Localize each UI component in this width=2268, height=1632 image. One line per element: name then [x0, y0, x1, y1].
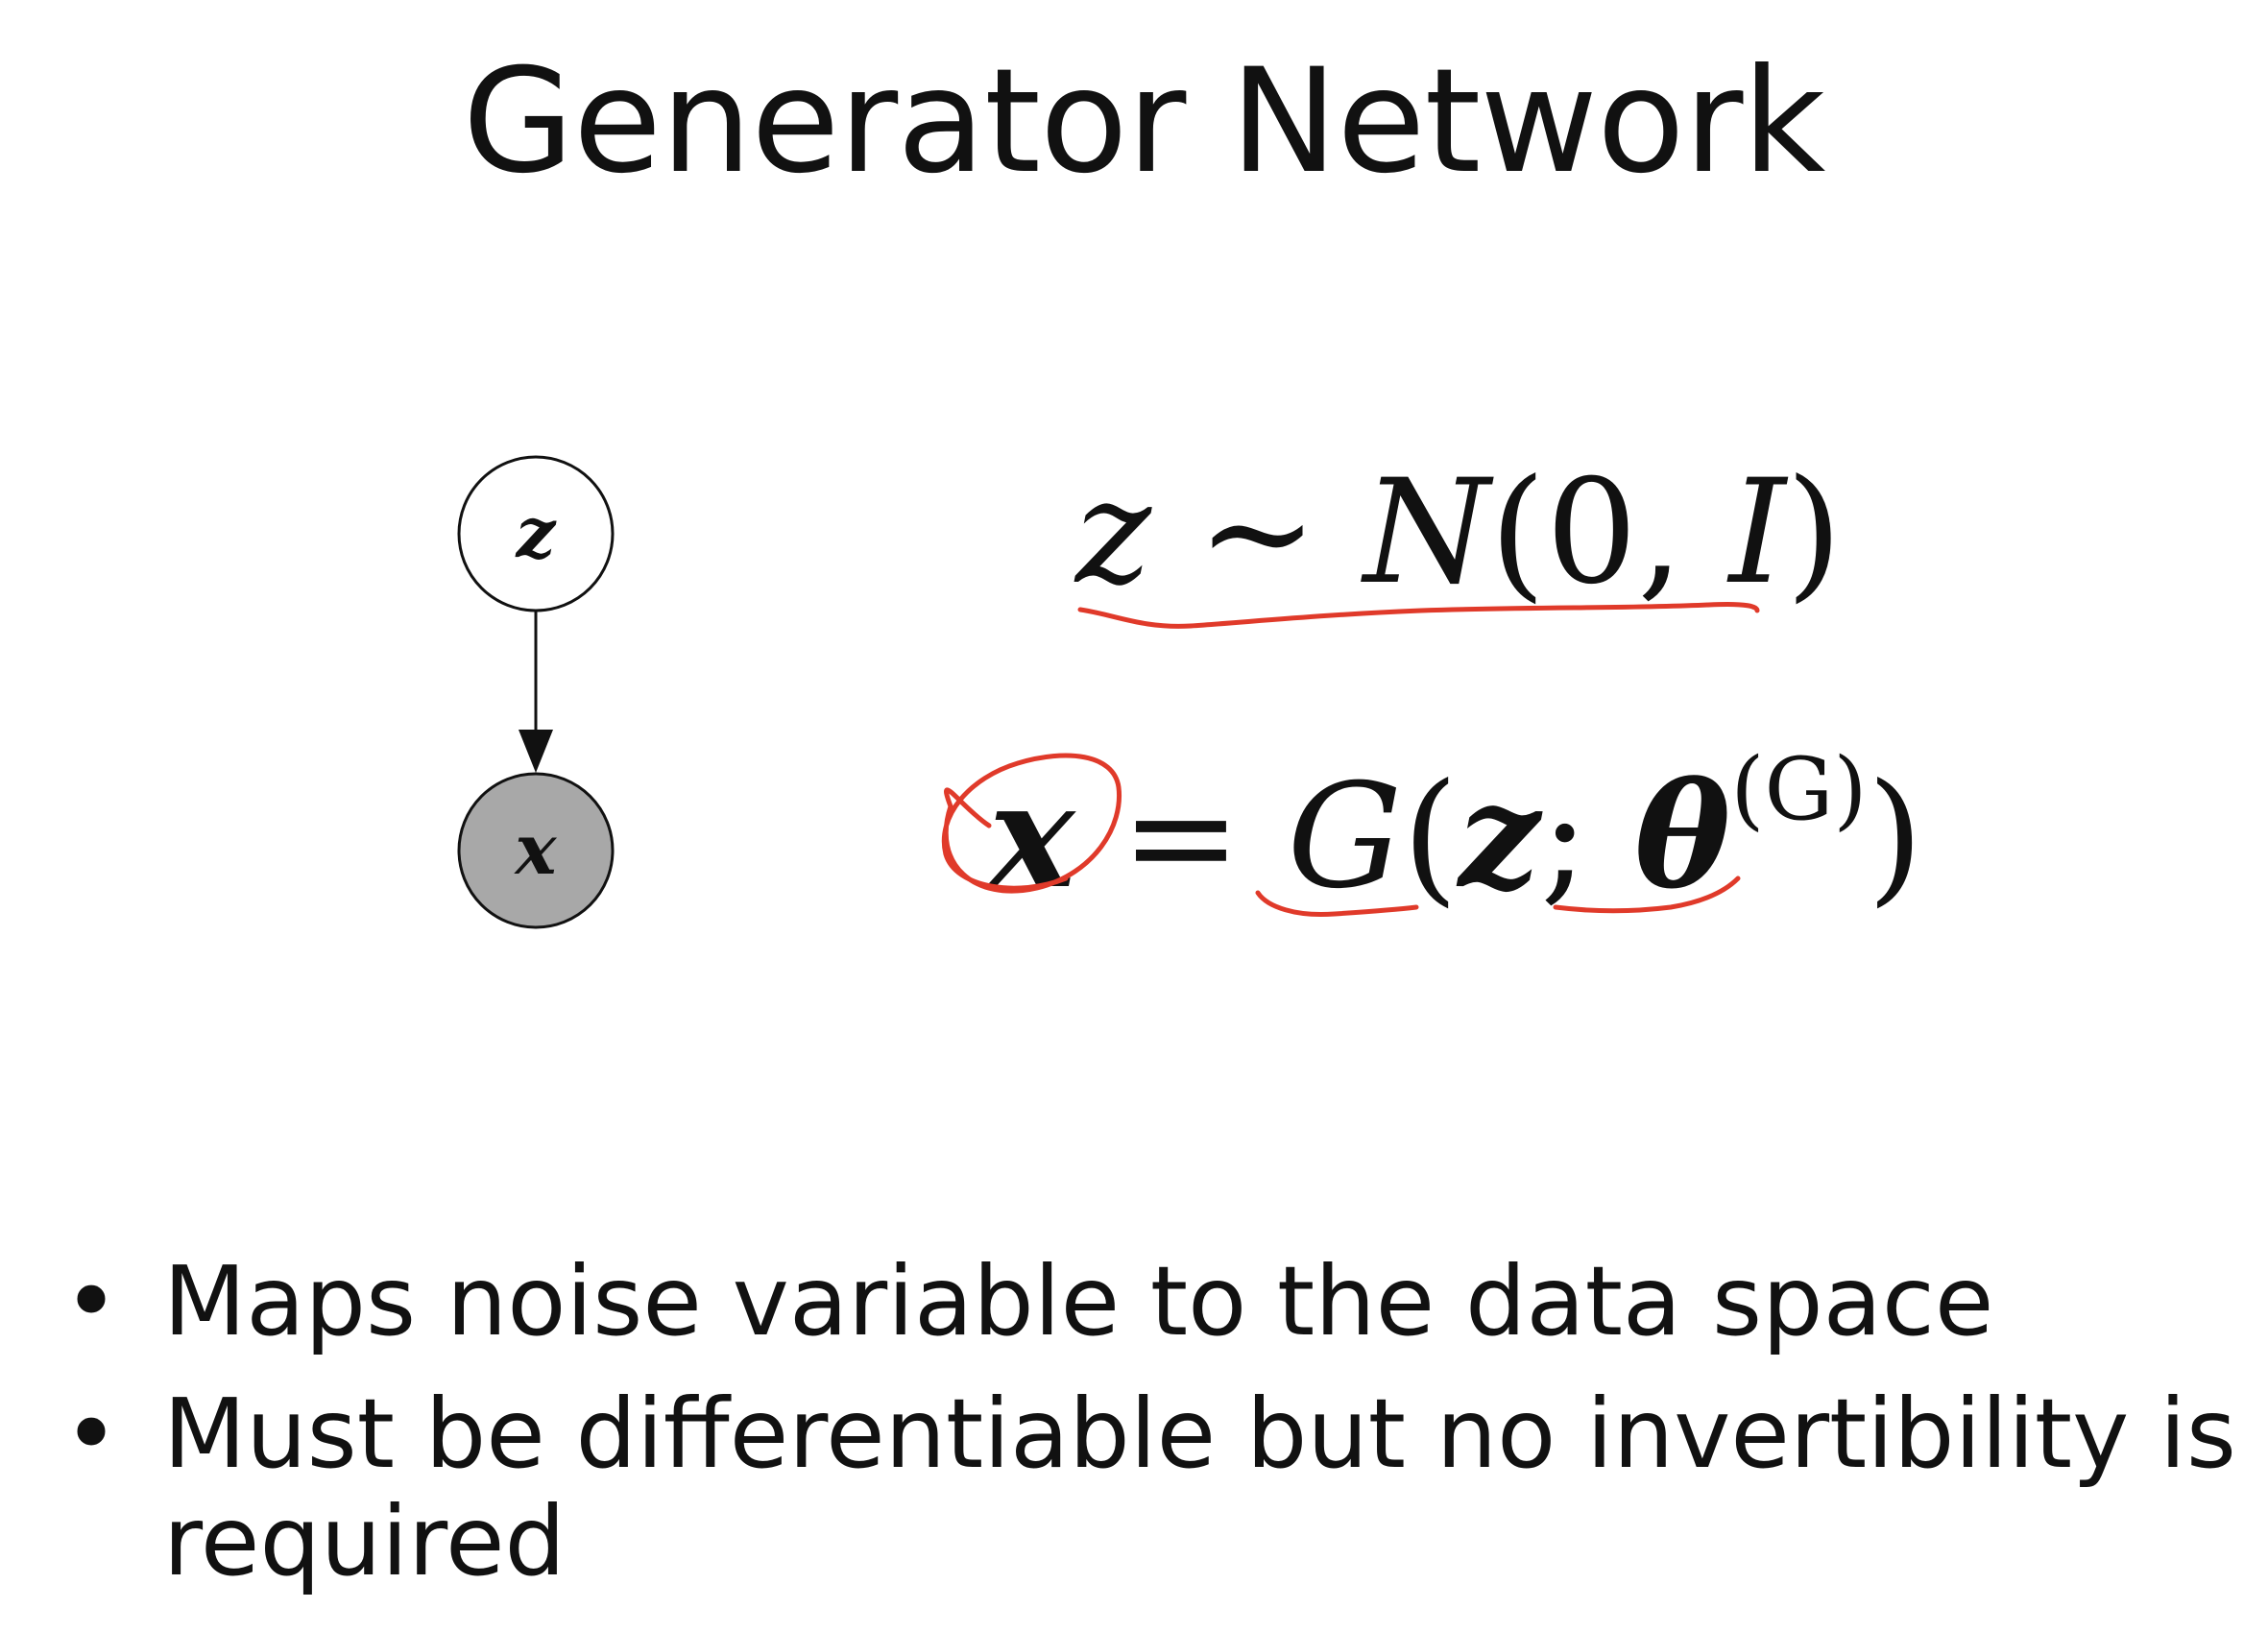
eq-prior-dist: N: [1363, 449, 1490, 616]
eq-prior-args: (0,: [1489, 449, 1729, 616]
generator-equation: x = G(z; θ(G)): [989, 739, 1923, 921]
eq-gen-arg: z: [1458, 752, 1541, 921]
eq-gen-open: (: [1402, 754, 1459, 921]
eq-gen-lhs: x: [989, 752, 1075, 921]
eq-gen-fn: G: [1287, 754, 1403, 921]
eq-prior-cov: I: [1728, 449, 1786, 616]
eq-prior-var: z: [1075, 449, 1152, 616]
bullet-text: Maps noise variable to the data space: [163, 1245, 1994, 1357]
bullet-dot-icon: •: [62, 1245, 120, 1357]
eq-gen-close: ): [1867, 754, 1923, 921]
bullet-item: • Maps noise variable to the data space: [58, 1248, 2247, 1356]
eq-prior-close: ): [1785, 449, 1843, 616]
arrowhead-icon: [519, 730, 553, 773]
eq-gen-eq: =: [1121, 754, 1242, 921]
eq-gen-param-sup: (G): [1730, 739, 1868, 840]
bullet-text: Must be differentiable but no invertibil…: [163, 1378, 2236, 1597]
eq-gen-param: θ: [1634, 752, 1731, 921]
slide-title: Generator Network: [462, 38, 1826, 205]
bullet-list: • Maps noise variable to the data space …: [58, 1248, 2247, 1620]
graphical-model: z x: [457, 455, 615, 929]
observed-node-label: x: [514, 808, 558, 890]
latent-node-label: z: [515, 492, 558, 573]
eq-gen-sep: ;: [1540, 754, 1589, 921]
bullet-dot-icon: •: [62, 1378, 120, 1490]
prior-equation: z ∼ N(0, I): [1075, 449, 1842, 616]
observed-node: [457, 772, 615, 929]
bullet-item: • Must be differentiable but no invertib…: [58, 1380, 2247, 1596]
eq-prior-rel: ∼: [1196, 449, 1318, 616]
